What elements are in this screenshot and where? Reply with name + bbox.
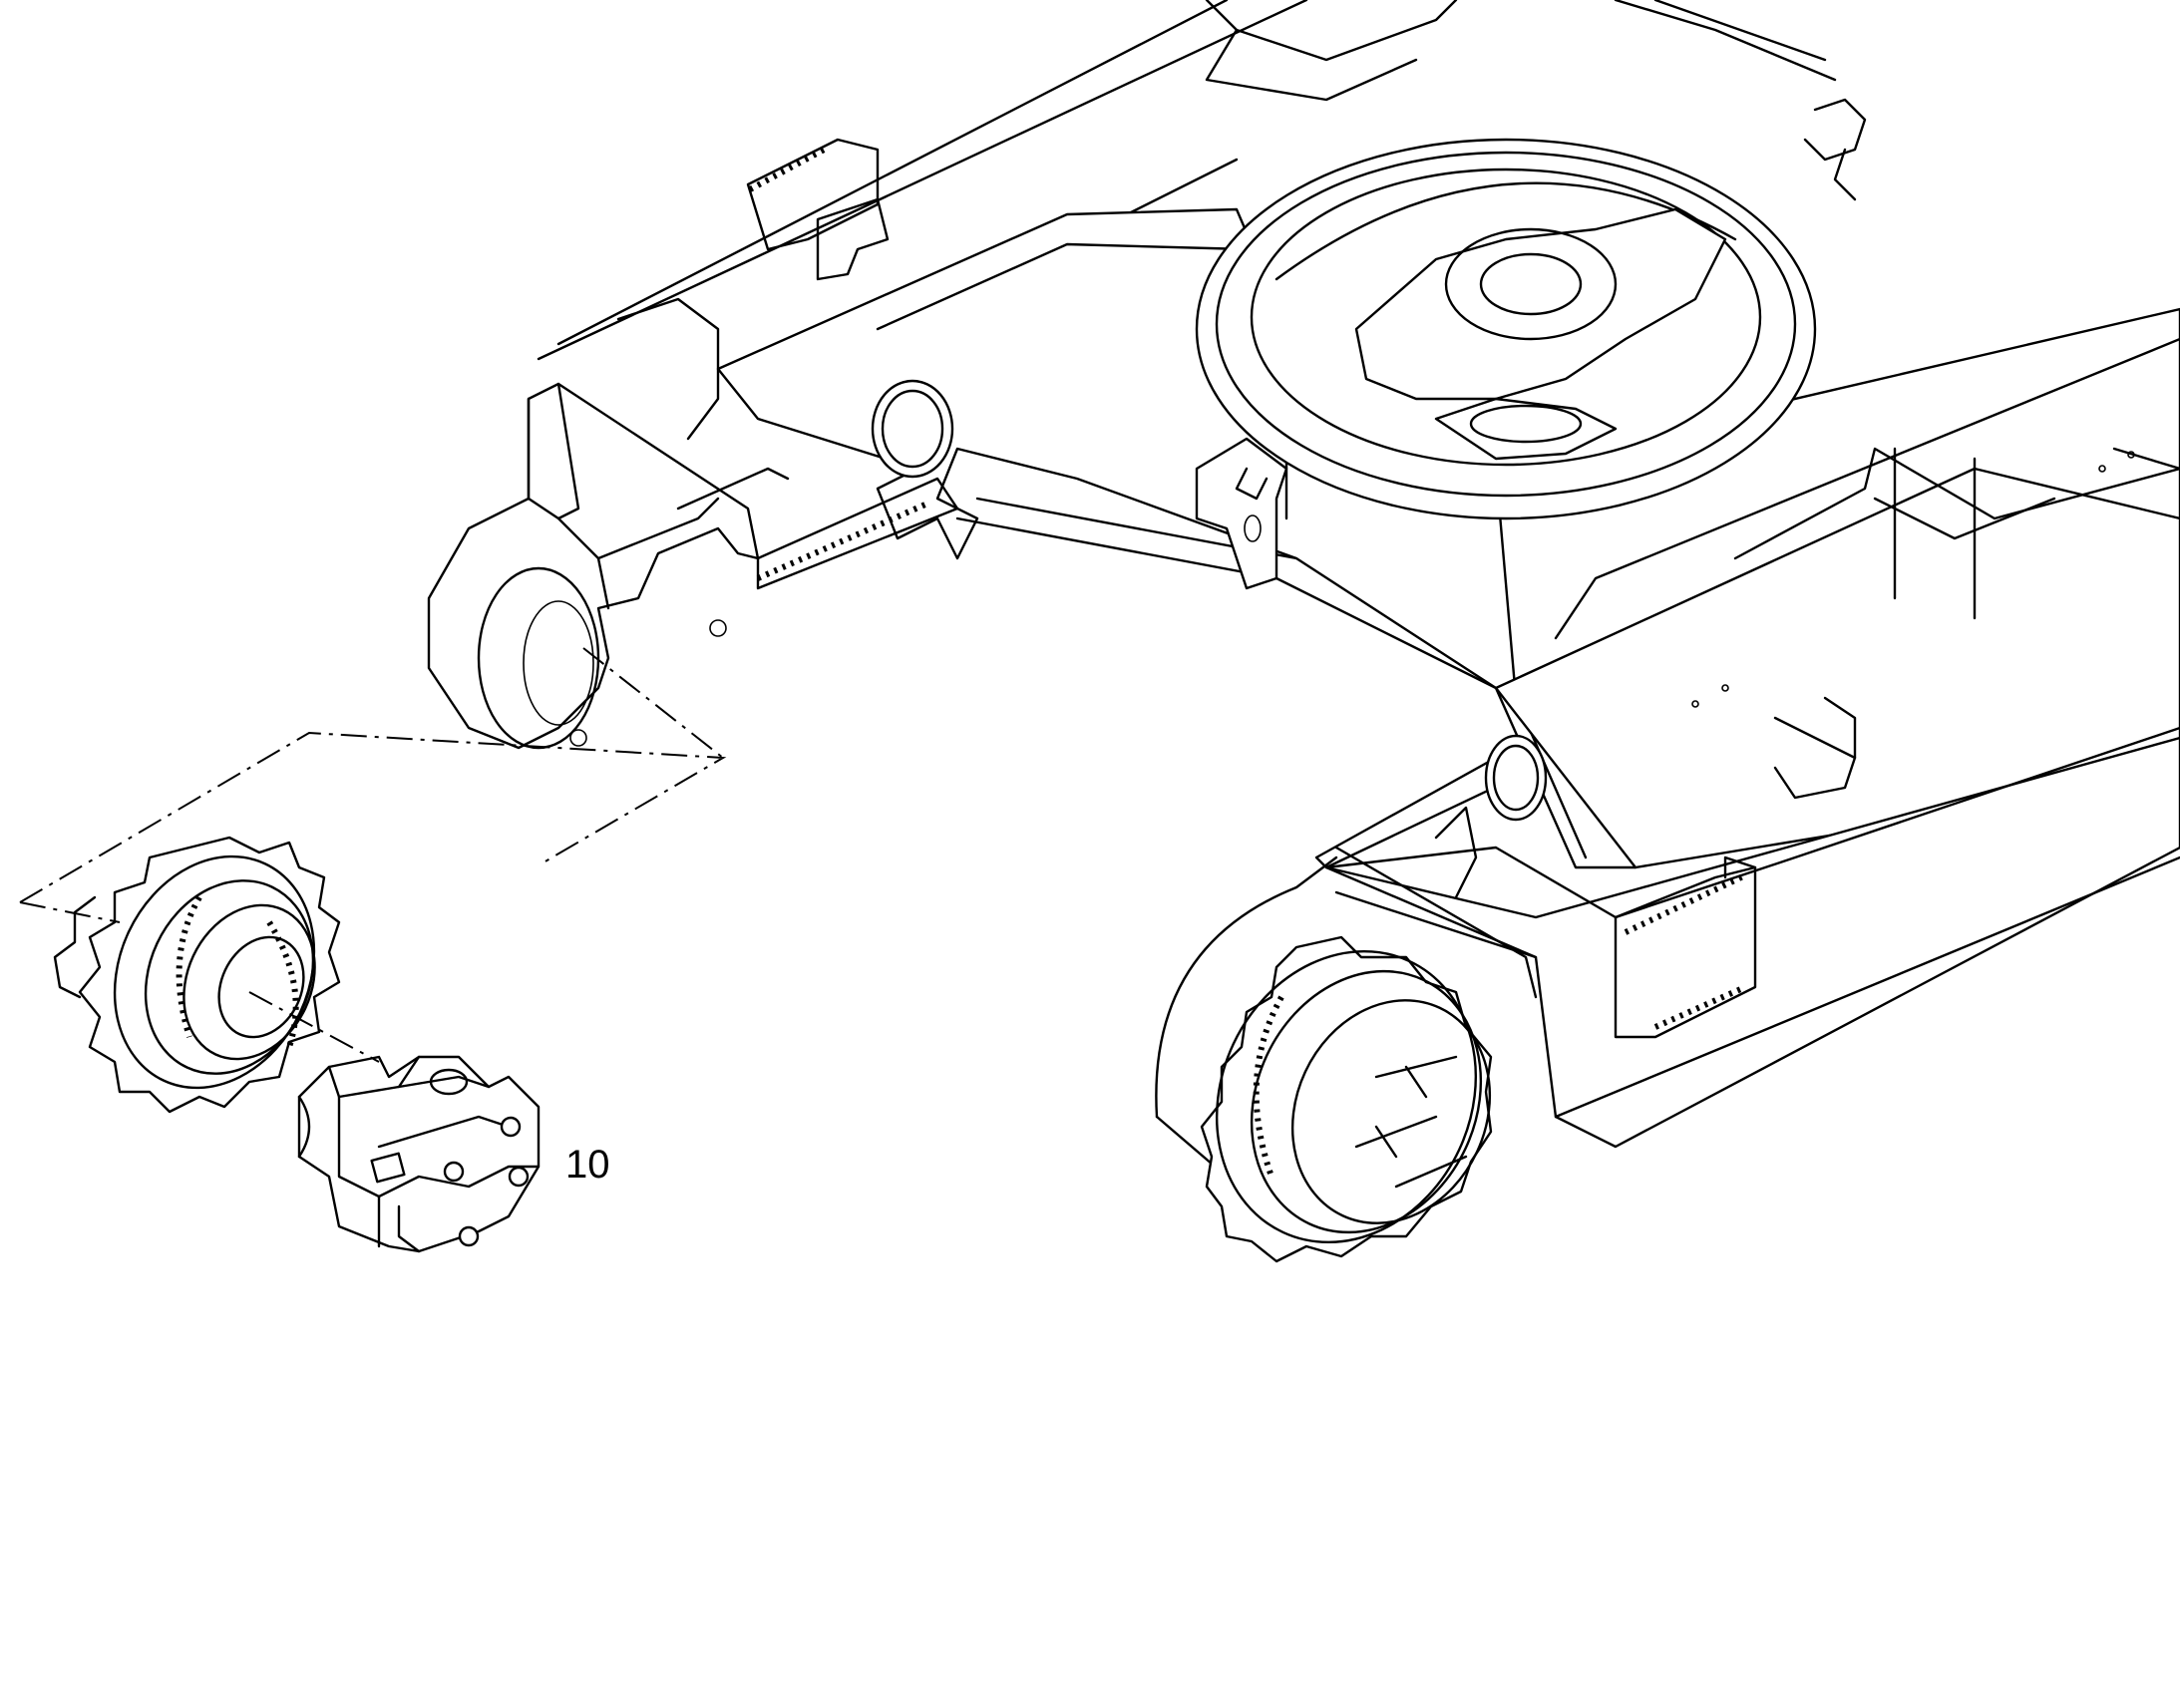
travel-motor <box>297 1055 541 1253</box>
exploded-sprocket <box>53 836 341 1114</box>
right-track-frame <box>1155 734 1548 1179</box>
slewing-ring <box>1195 138 1817 520</box>
assembly-lines <box>19 647 727 1063</box>
undercarriage-frame <box>537 0 2180 1149</box>
callout-final-drive: 10 <box>565 1143 610 1187</box>
left-track-frame <box>427 297 959 750</box>
installed-sprocket <box>1200 935 1493 1263</box>
